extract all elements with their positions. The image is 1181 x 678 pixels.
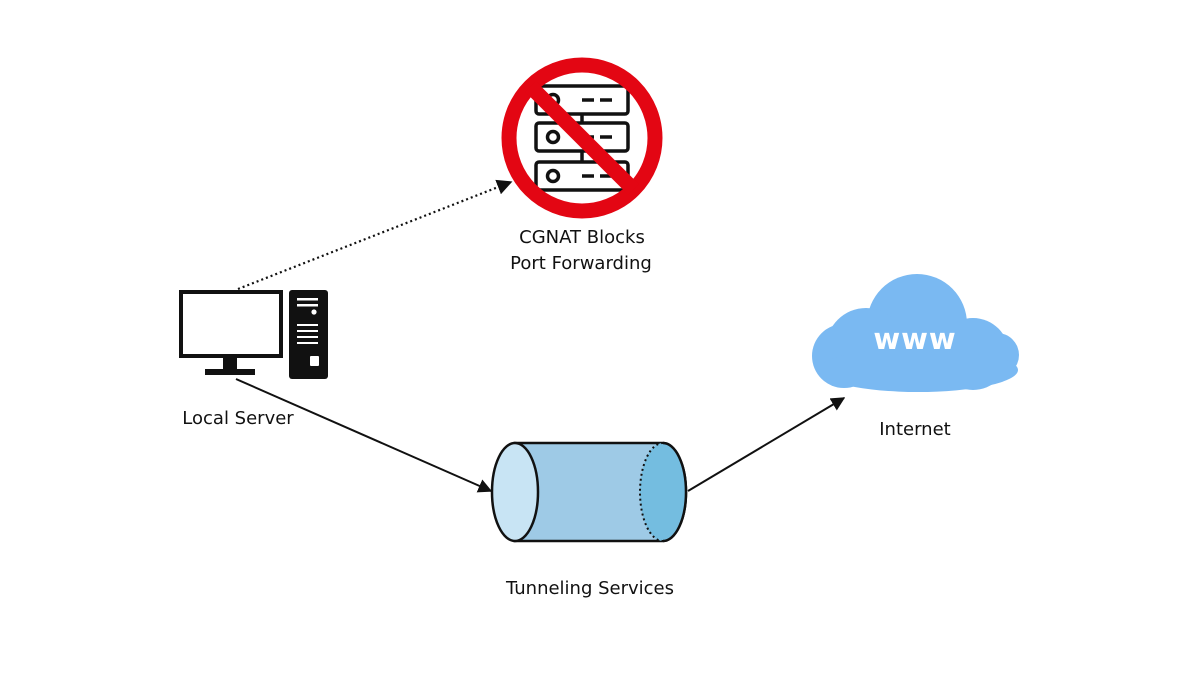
- server-to-tunnel-arrow: [235, 378, 493, 493]
- www-text: www: [873, 322, 956, 356]
- desktop-computer-icon: [179, 290, 328, 379]
- blocked-connection-arrow: [237, 179, 513, 291]
- tunnel-label: Tunneling Services: [505, 578, 674, 599]
- cgnat-label-line1: CGNAT Blocks: [519, 227, 645, 248]
- blocked-server-rack-icon: [501, 57, 663, 219]
- cgnat-label-line2: Port Forwarding: [510, 253, 652, 274]
- local-server-label: Local Server: [182, 408, 294, 429]
- www-cloud-icon: www: [812, 274, 1019, 392]
- tunnel-cylinder-icon: [490, 441, 688, 543]
- prohibited-icon: [501, 57, 663, 219]
- tunnel-to-internet-arrow: [687, 397, 846, 492]
- internet-label: Internet: [879, 419, 950, 440]
- monitor-icon: [179, 290, 283, 375]
- pc-tower-icon: [289, 290, 328, 379]
